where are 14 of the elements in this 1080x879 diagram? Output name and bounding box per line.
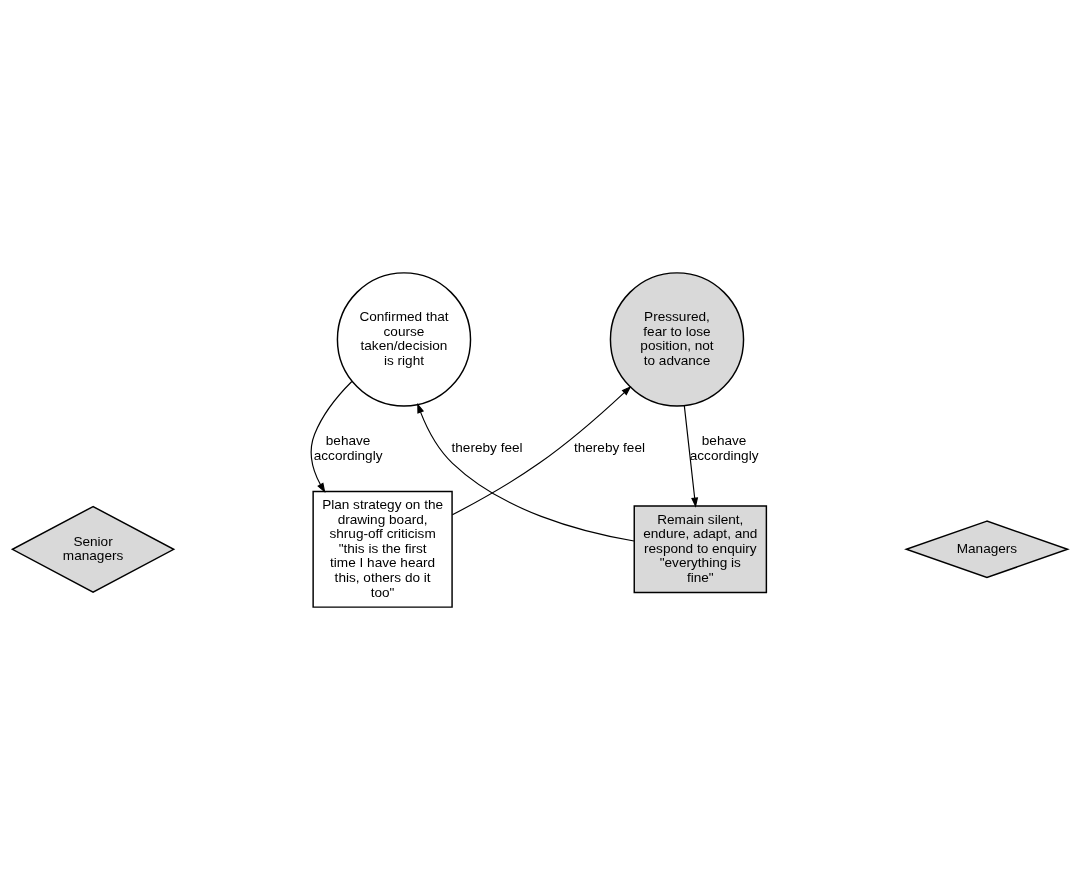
node-diamond: Senior managers <box>10 505 176 593</box>
node-circle: Pressured, fear to lose position, not to advance <box>609 271 745 407</box>
node-circle: Confirmed that course taken/decision is right <box>336 271 472 407</box>
arrow <box>451 385 632 515</box>
edge-label: behave accordingly <box>689 432 759 463</box>
edge-label: thereby feel <box>573 439 645 455</box>
edge-label: thereby feel <box>451 439 523 455</box>
edge-label: behave accordingly <box>313 432 383 463</box>
node-diamond: Managers <box>904 519 1070 578</box>
arrow <box>310 380 353 493</box>
node-box: Remain silent, endure, adapt, and respond to enquiry "everything is fine" <box>633 504 768 593</box>
arrow <box>683 404 699 508</box>
node-box: Plan strategy on the drawing board, shrug-off criticism "this is the first time I have heard this, others do it too" <box>312 490 453 608</box>
arrow <box>417 402 635 542</box>
